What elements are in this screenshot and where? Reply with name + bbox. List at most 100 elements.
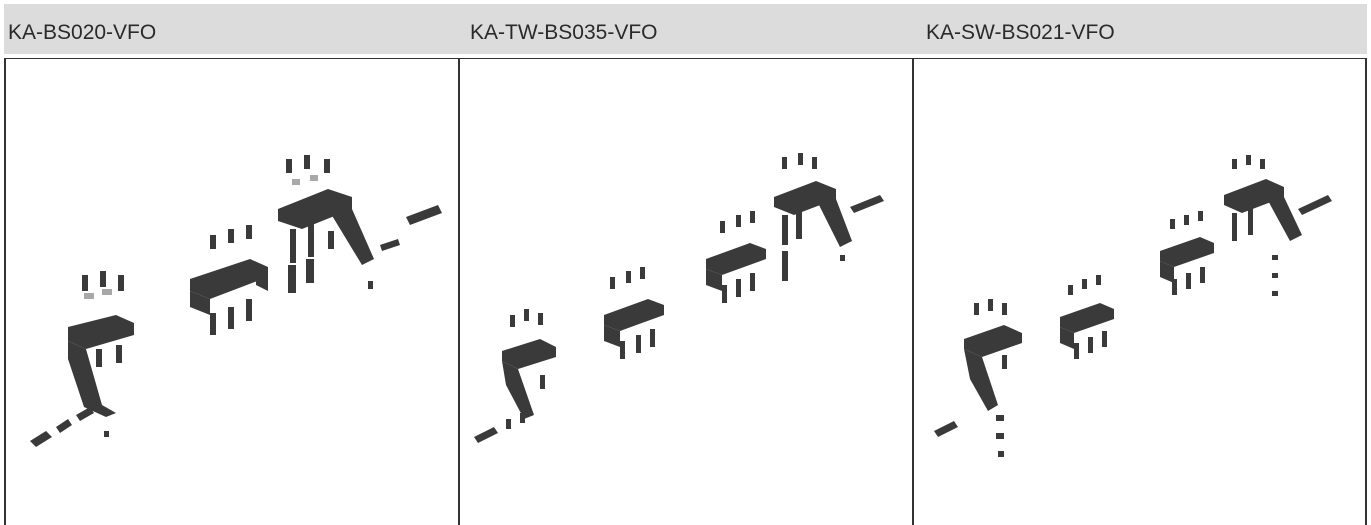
- part-nut: [996, 433, 1004, 439]
- part-screw: [1082, 279, 1087, 289]
- part-screw: [796, 209, 802, 239]
- part-endcap: [406, 205, 442, 225]
- part-bracket: [502, 339, 556, 369]
- part-washer: [1272, 273, 1278, 278]
- part-bracket: [964, 325, 1022, 357]
- part-screw: [1232, 213, 1237, 241]
- part-screw: [510, 315, 515, 327]
- part-screw: [82, 275, 88, 291]
- image-row: [4, 58, 1367, 525]
- part-screw: [210, 313, 216, 335]
- part-screw: [782, 157, 787, 169]
- part-screw: [798, 153, 803, 165]
- part-washer: [104, 431, 109, 437]
- part-screw: [1172, 279, 1177, 295]
- part-screw: [1200, 267, 1205, 283]
- part-bracket-side: [190, 291, 210, 315]
- part-screw: [974, 303, 979, 315]
- part-screw: [720, 221, 725, 233]
- part-screw: [1096, 275, 1101, 285]
- part-endcap: [30, 431, 52, 447]
- part-screw: [1260, 159, 1265, 169]
- exploded-assembly-drawing-2: [474, 153, 884, 443]
- header-row: KA-BS020-VFO KA-TW-BS035-VFO KA-SW-BS021…: [4, 4, 1367, 54]
- part-screw: [736, 279, 741, 297]
- part-washer: [1272, 291, 1278, 296]
- part-shaft: [782, 251, 788, 281]
- part-screw: [304, 155, 310, 169]
- part-screw: [1170, 219, 1175, 229]
- part-screw: [812, 157, 817, 169]
- part-nut: [56, 419, 72, 433]
- part-screw: [1002, 303, 1007, 315]
- part-bracket-arm: [964, 349, 998, 411]
- part-screw: [1232, 159, 1237, 169]
- part-screw: [290, 229, 296, 263]
- part-bracket: [278, 189, 352, 229]
- part-screw: [750, 273, 755, 291]
- part-screw: [650, 329, 655, 347]
- part-bracket-arm: [1266, 197, 1302, 241]
- part-bracket-arm: [68, 341, 116, 417]
- part-screw: [286, 159, 292, 173]
- exploded-assembly-drawing-3: [934, 155, 1332, 457]
- part-screw: [308, 223, 314, 257]
- part-screw: [636, 335, 641, 353]
- part-screw: [1088, 337, 1093, 353]
- part-screw: [1246, 155, 1251, 165]
- column-divider: [458, 59, 460, 525]
- part-screw: [1198, 211, 1203, 221]
- part-screw: [524, 309, 529, 321]
- part-nut: [76, 407, 94, 421]
- part-screw: [736, 215, 741, 227]
- part-washer: [998, 451, 1004, 457]
- part-endcap: [1298, 195, 1332, 215]
- part-screw: [1186, 273, 1191, 289]
- part-washer: [84, 293, 94, 299]
- column-header-3: KA-SW-BS021-VFO: [926, 21, 1115, 44]
- part-bracket: [1160, 237, 1214, 267]
- part-screw: [324, 159, 330, 173]
- part-screw: [722, 285, 727, 303]
- part-nut: [380, 239, 400, 251]
- part-screw: [626, 271, 631, 283]
- part-shaft: [288, 265, 296, 293]
- part-bracket: [68, 315, 134, 349]
- part-screw: [1002, 355, 1007, 369]
- part-screw: [988, 299, 993, 311]
- part-screw: [610, 277, 615, 289]
- column-divider: [1365, 59, 1367, 525]
- part-bracket: [1224, 179, 1284, 213]
- column-header-1: KA-BS020-VFO: [8, 21, 157, 44]
- part-bracket: [190, 259, 268, 299]
- part-screw: [640, 267, 645, 279]
- part-bracket-arm: [502, 361, 534, 419]
- part-washer: [310, 175, 318, 181]
- part-washer: [840, 255, 845, 261]
- part-endcap: [474, 427, 498, 443]
- part-nut: [996, 415, 1004, 421]
- part-washer: [292, 179, 300, 185]
- part-nut: [506, 419, 511, 429]
- part-screw: [96, 349, 102, 367]
- column-divider: [912, 59, 914, 525]
- part-screw: [246, 225, 252, 239]
- part-bracket-side: [706, 269, 722, 291]
- part-bracket-arm: [328, 209, 374, 265]
- product-table: KA-BS020-VFO KA-TW-BS035-VFO KA-SW-BS021…: [4, 4, 1367, 525]
- part-screw: [1074, 343, 1079, 359]
- part-nut: [520, 413, 525, 423]
- part-bracket: [774, 181, 836, 215]
- part-washer: [368, 281, 373, 289]
- part-endcap: [850, 195, 884, 213]
- part-screw: [116, 345, 122, 363]
- part-bracket-arm: [816, 199, 852, 247]
- part-screw: [1102, 331, 1107, 347]
- part-screw: [750, 211, 755, 223]
- part-bracket-side: [604, 325, 620, 347]
- part-bracket-side: [1160, 261, 1174, 283]
- part-screw: [540, 375, 545, 389]
- part-bracket-side: [256, 269, 268, 291]
- part-screw: [328, 231, 334, 249]
- part-screw: [1068, 285, 1073, 295]
